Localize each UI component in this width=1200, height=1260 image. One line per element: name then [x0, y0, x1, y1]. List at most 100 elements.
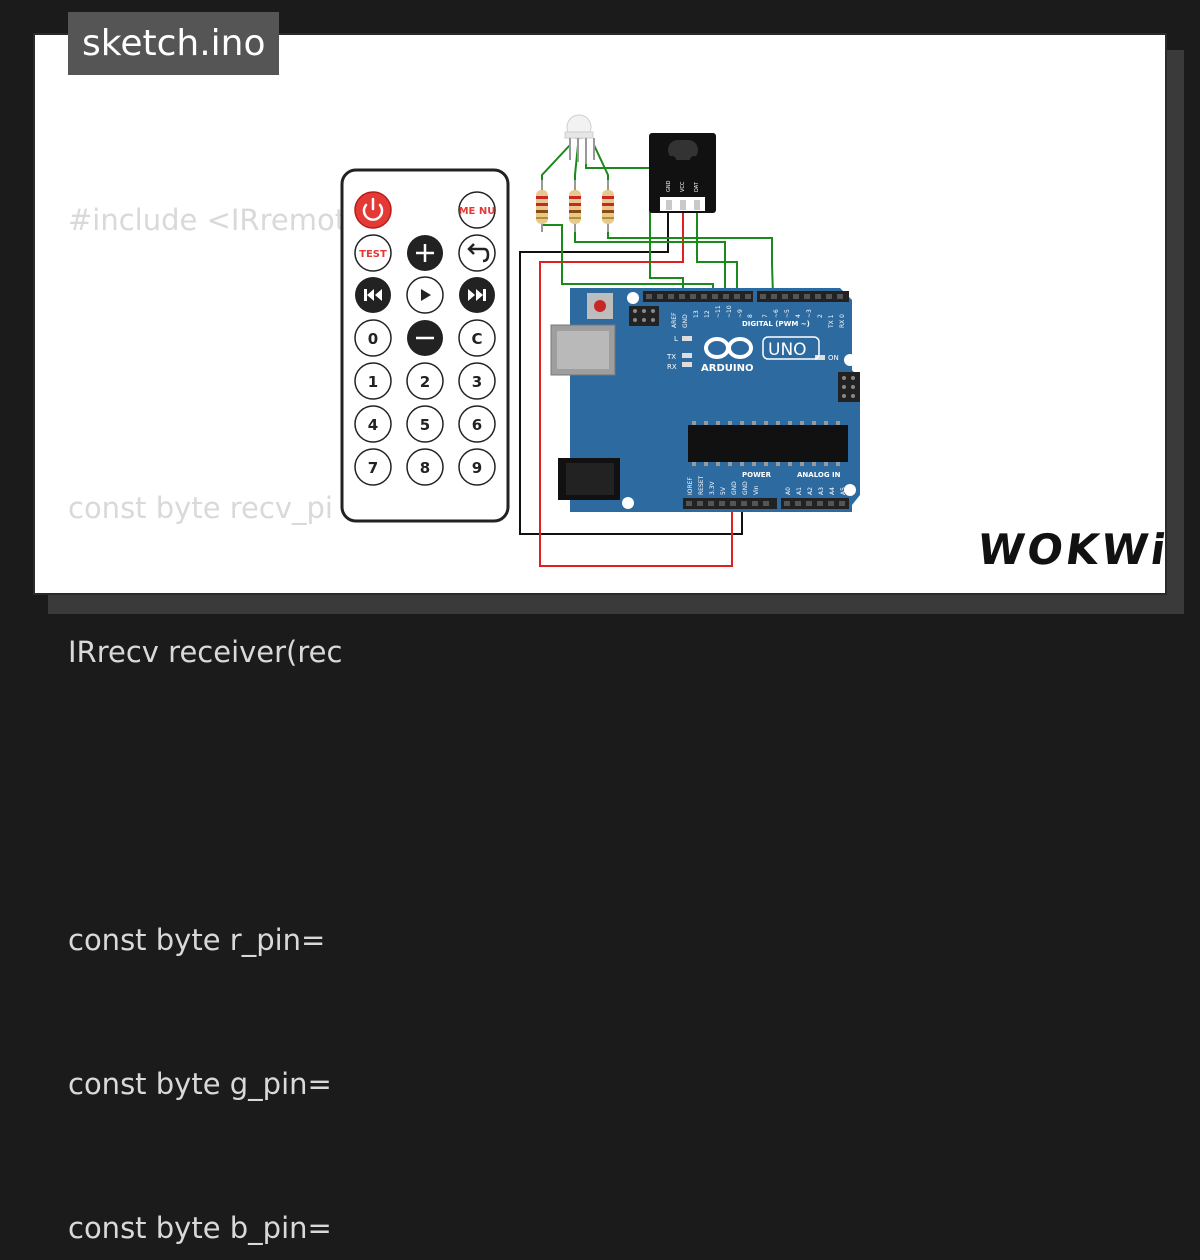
pin-label-gnd-top: GND: [682, 314, 689, 328]
code-line: IRrecv receiver(rec: [68, 635, 343, 669]
sketch-title[interactable]: sketch.ino: [68, 12, 280, 75]
remote-plus-button[interactable]: [407, 235, 443, 271]
remote-digit-label: 5: [420, 416, 430, 434]
remote-play-button[interactable]: [406, 276, 444, 314]
ir-receiver[interactable]: GND VCC DAT: [649, 133, 716, 213]
remote-digit-0-button[interactable]: 0: [354, 319, 392, 357]
pin-label: 4: [795, 314, 802, 318]
remote-test-label: TEST: [359, 249, 387, 260]
remote-back-button[interactable]: [458, 234, 496, 272]
circuit-diagram: GND VCC DAT: [340, 114, 860, 567]
pin-label: A5: [840, 487, 847, 495]
arduino-brand: ARDUINO: [701, 363, 753, 374]
resistor-b[interactable]: [602, 180, 614, 232]
remote-digit-9-button[interactable]: 9: [458, 448, 496, 486]
remote-digit-label: 4: [368, 416, 378, 434]
remote-digit-2-button[interactable]: 2: [406, 362, 444, 400]
wire-b: [607, 225, 774, 297]
led-leg-r: [541, 144, 571, 185]
wire-gnd: [519, 205, 743, 535]
remote-digit-6-button[interactable]: 6: [458, 405, 496, 443]
pin-label: A3: [818, 487, 825, 495]
remote-minus-button[interactable]: [407, 320, 443, 356]
remote-digit-label: 2: [420, 373, 430, 391]
arduino-power-label: POWER: [742, 471, 772, 479]
remote-digit-label: 6: [472, 416, 482, 434]
pin-label: A4: [829, 487, 836, 495]
remote-digit-label: 8: [420, 459, 430, 477]
pin-label: GND: [742, 481, 749, 495]
pin-label: TX 1: [828, 314, 835, 329]
pin-label: ~9: [737, 309, 744, 318]
wokwi-logo[interactable]: WOKWi: [974, 525, 1172, 574]
arduino-analog-label: ANALOG IN: [797, 471, 841, 479]
plus-icon: [416, 244, 434, 262]
remote-digit-1-button[interactable]: 1: [354, 362, 392, 400]
resistor-g[interactable]: [569, 180, 581, 232]
pin-label: RESET: [698, 475, 705, 495]
remote-menu-button[interactable]: ME NU: [458, 191, 496, 229]
remote-digit-label: 3: [472, 373, 482, 391]
remote-power-button[interactable]: [354, 191, 392, 229]
wire-5v: [539, 205, 733, 567]
rgb-led[interactable]: [564, 114, 595, 164]
pin-label: ~5: [784, 309, 791, 318]
play-icon: [421, 289, 431, 301]
arduino-led-tx: TX: [666, 353, 676, 361]
remote-next-button[interactable]: [459, 277, 495, 313]
pin-label: ~10: [726, 305, 733, 318]
pin-label: 7: [762, 314, 769, 318]
pin-label: Vin: [753, 485, 760, 495]
pin-label: 2: [817, 314, 824, 318]
previous-icon: [364, 289, 382, 301]
resistors: [536, 180, 614, 232]
arduino-led-rx: RX: [667, 363, 677, 371]
code-line: const byte recv_pi: [68, 491, 333, 525]
resistor-r[interactable]: [536, 180, 548, 232]
wire-g: [574, 230, 726, 296]
remote-prev-button[interactable]: [355, 277, 391, 313]
pin-label: A0: [785, 487, 792, 495]
power-icon: [362, 197, 384, 221]
ir-pin-dat-label: DAT: [694, 181, 700, 192]
next-icon: [468, 289, 486, 301]
wire-ir-data: [696, 205, 738, 296]
pin-label: 3.3V: [709, 480, 716, 495]
remote-test-button[interactable]: TEST: [354, 234, 392, 272]
remote-digit-label: 1: [368, 373, 378, 391]
remote-digit-label: 0: [368, 330, 378, 348]
ir-pin-gnd-label: GND: [666, 180, 672, 192]
code-line: const byte r_pin=: [68, 923, 326, 957]
wire-r: [542, 224, 714, 296]
led-leg-b: [593, 144, 609, 185]
remote-digit-3-button[interactable]: 3: [458, 362, 496, 400]
pin-label: RX 0: [839, 314, 846, 328]
arduino-infinity-icon: [704, 337, 753, 359]
ir-remote[interactable]: ME NU TEST: [340, 168, 510, 523]
pin-label: IOREF: [687, 477, 694, 495]
pin-label: 12: [704, 310, 711, 318]
remote-digit-label: 9: [472, 459, 482, 477]
pin-label: ~11: [715, 305, 722, 318]
remote-digit-5-button[interactable]: 5: [406, 405, 444, 443]
pin-label: 5V: [720, 486, 727, 495]
pin-label: 13: [693, 310, 700, 318]
remote-c-label: C: [471, 330, 482, 348]
pin-label: ~6: [773, 309, 780, 318]
arduino-model: UNO: [768, 340, 807, 360]
remote-digit-7-button[interactable]: 7: [354, 448, 392, 486]
arduino-uno[interactable]: UNO ARDUINO DIGITAL (PWM ~) L TX RX ON P…: [550, 288, 860, 512]
pin-label-aref: AREF: [671, 312, 678, 328]
pin-label: 8: [747, 314, 754, 318]
wire-led-common: [585, 145, 684, 296]
remote-menu-label: ME NU: [459, 206, 496, 217]
pin-label: A2: [807, 487, 814, 495]
code-line: const byte g_pin=: [68, 1067, 332, 1101]
pin-label: ~3: [806, 309, 813, 318]
remote-c-button[interactable]: C: [458, 319, 496, 357]
remote-digit-4-button[interactable]: 4: [354, 405, 392, 443]
arduino-led-l: L: [674, 335, 678, 343]
ir-pin-vcc-label: VCC: [680, 181, 686, 192]
remote-digit-8-button[interactable]: 8: [406, 448, 444, 486]
arduino-on-label: ON: [828, 354, 839, 362]
